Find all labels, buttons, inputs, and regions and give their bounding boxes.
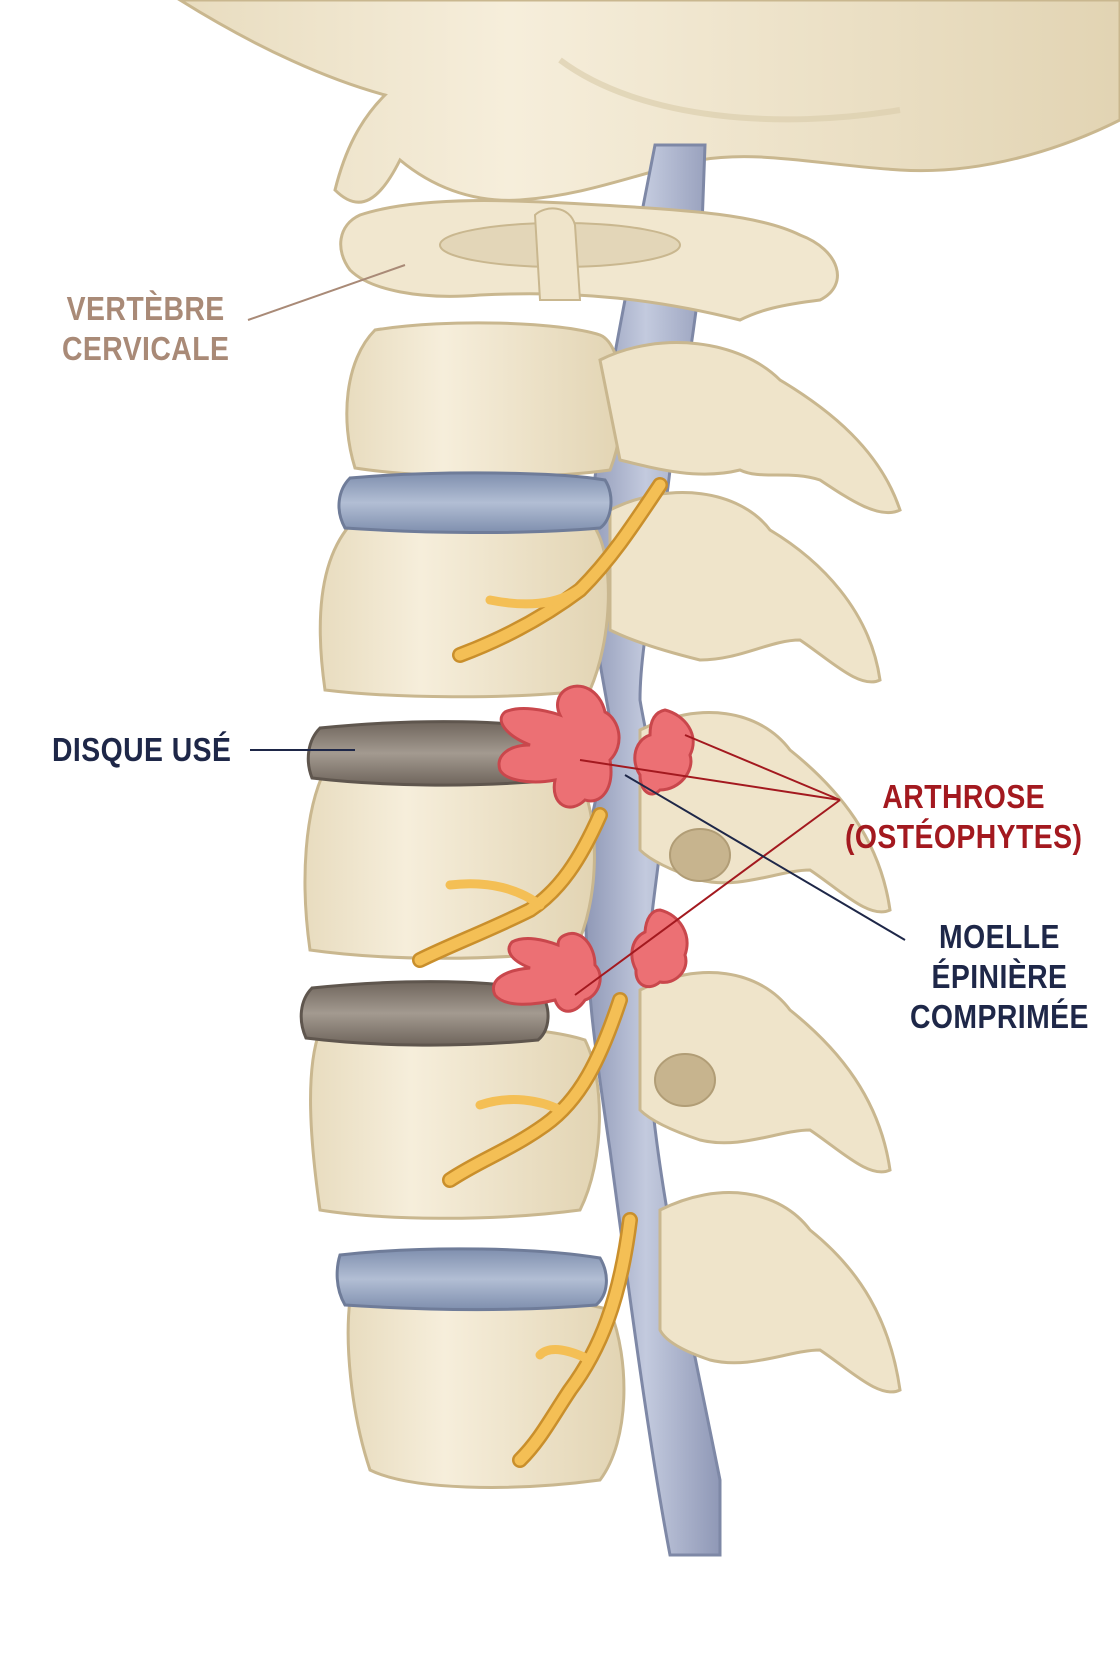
leader-arthrosis-2 — [684, 734, 841, 801]
posterior-processes — [598, 341, 902, 1394]
label-spinal-cord-line3: COMPRIMÉE — [910, 998, 1089, 1035]
label-cervical-vertebra: VERTÈBRE CERVICALE — [62, 289, 229, 369]
label-arthrosis-line2: (OSTÉOPHYTES) — [845, 818, 1083, 855]
leader-arthrosis-1 — [579, 759, 841, 801]
label-spinal-cord-line1: MOELLE — [939, 918, 1060, 955]
label-worn-disc-line1: DISQUE USÉ — [52, 731, 232, 768]
label-compressed-spinal-cord: MOELLE ÉPINIÈRE COMPRIMÉE — [910, 917, 1089, 1037]
atlas-vertebra — [339, 199, 839, 322]
label-cervical-vertebra-line1: VERTÈBRE — [66, 290, 225, 327]
nerve-roots — [412, 477, 668, 1468]
leader-arthrosis-3 — [574, 799, 841, 996]
label-worn-disc: DISQUE USÉ — [52, 730, 231, 770]
label-spinal-cord-line2: ÉPINIÈRE — [931, 958, 1068, 995]
leader-spinal-cord — [624, 774, 906, 941]
label-cervical-vertebra-line2: CERVICALE — [62, 330, 230, 367]
intervertebral-discs — [299, 471, 613, 1312]
label-arthrosis: ARTHROSE (OSTÉOPHYTES) — [845, 777, 1082, 857]
leader-lines — [247, 264, 906, 996]
vertebral-bodies — [303, 321, 626, 1489]
label-arthrosis-line1: ARTHROSE — [882, 778, 1046, 815]
leader-vertebra — [247, 264, 406, 321]
